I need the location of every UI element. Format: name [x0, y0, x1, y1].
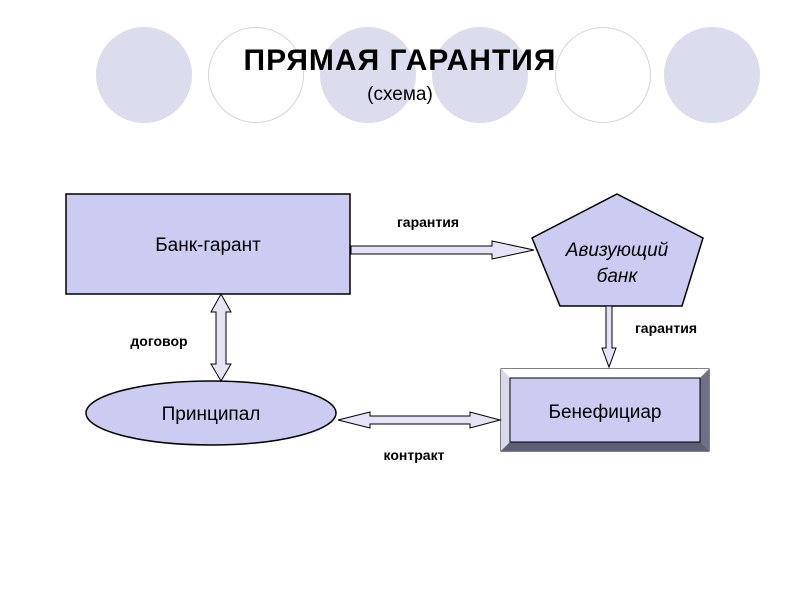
decor-circle-5	[555, 27, 651, 123]
node-advising-bank-label-line1: Авизующий	[565, 240, 669, 261]
node-principal: Принципал	[85, 380, 337, 446]
edge-label-guarantee-right: гарантия	[635, 320, 697, 336]
slide-title: ПРЯМАЯ ГАРАНТИЯ	[243, 44, 557, 77]
decor-circle-2	[208, 27, 304, 123]
decor-circle-6	[664, 27, 760, 123]
node-guarantor-bank-label: Банк-гарант	[155, 235, 261, 256]
decor-circle-4	[432, 27, 528, 123]
node-beneficiary-label: Бенефициар	[549, 402, 662, 423]
node-beneficiary: Бенефициар	[500, 368, 710, 452]
arrow-contract	[337, 411, 502, 429]
node-advising-bank-label-line2: банк	[597, 266, 639, 287]
slide-subtitle: (схема)	[367, 84, 433, 105]
node-principal-label: Принципал	[162, 404, 261, 425]
edge-label-agreement: договор	[130, 333, 187, 349]
arrow-guarantee-top	[350, 240, 535, 260]
node-guarantor-bank: Банк-гарант	[65, 193, 351, 295]
edge-label-contract: контракт	[384, 447, 445, 463]
edge-label-guarantee-top: гарантия	[397, 214, 459, 230]
arrow-guarantee-right	[601, 305, 617, 369]
node-advising-bank: Авизующий банк	[531, 193, 704, 307]
decor-circle-1	[96, 27, 192, 123]
decor-circle-3	[320, 27, 416, 123]
arrow-agreement	[210, 292, 232, 382]
